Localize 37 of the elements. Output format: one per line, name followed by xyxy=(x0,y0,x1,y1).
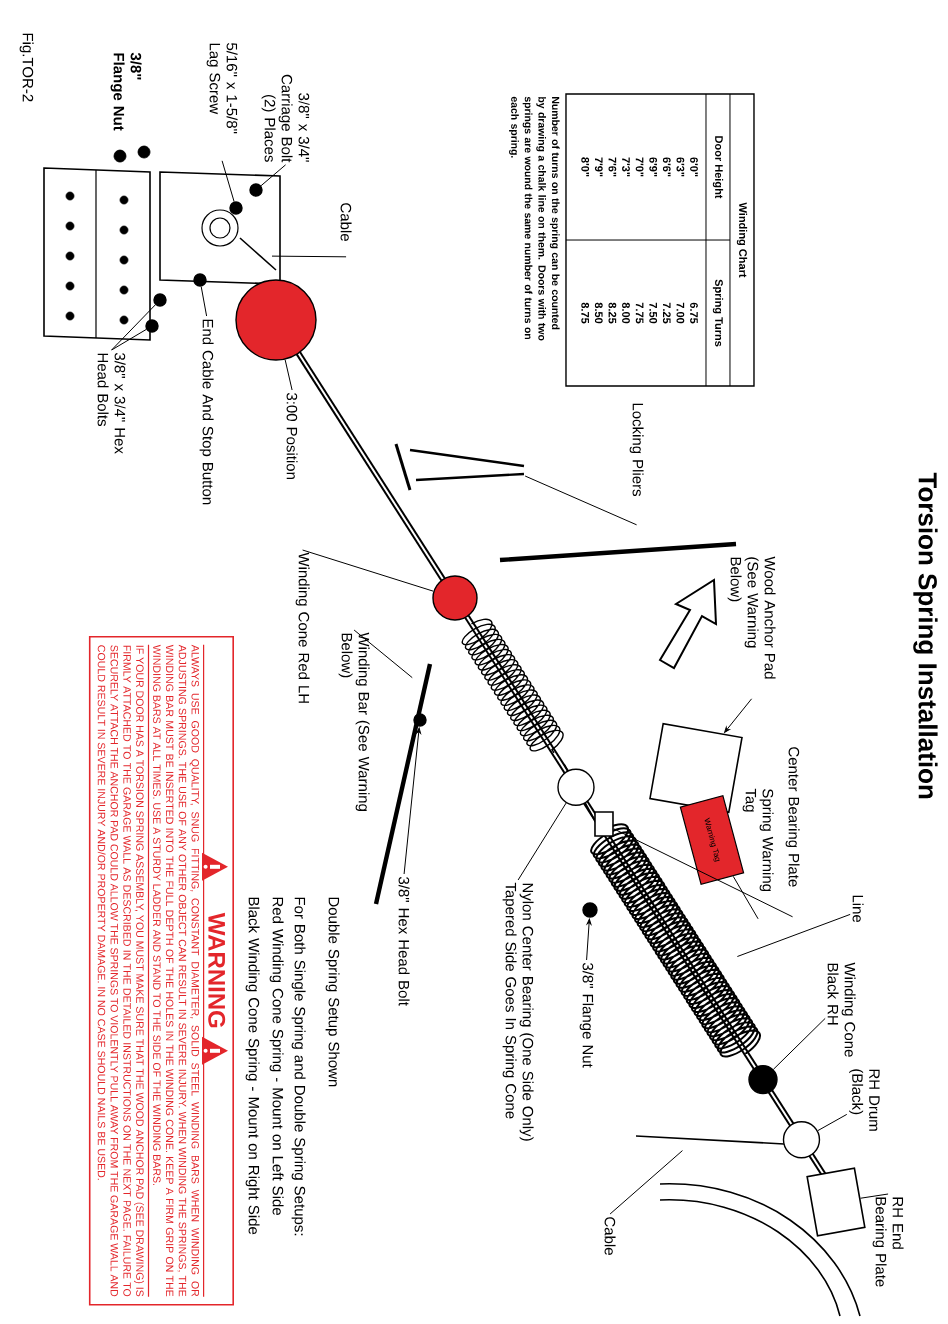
bolt-head xyxy=(153,293,167,307)
leader-line xyxy=(724,698,753,733)
bolt-head xyxy=(145,319,159,333)
bolt-head xyxy=(413,713,427,727)
anchor-pad xyxy=(649,722,743,814)
cable-drum xyxy=(235,279,317,361)
leader-line xyxy=(736,913,851,957)
leader-line xyxy=(732,875,759,920)
bolt-head xyxy=(193,273,207,287)
winding-cone xyxy=(748,1064,778,1095)
leader-line xyxy=(860,1193,889,1199)
leader-line xyxy=(586,918,592,961)
leader-line xyxy=(221,160,235,203)
leader-line xyxy=(284,359,293,391)
leader-line xyxy=(613,828,794,918)
leader-line xyxy=(111,328,147,351)
cable-drum xyxy=(782,1121,821,1159)
winding-cone xyxy=(432,575,478,621)
screw-head xyxy=(229,201,243,215)
flange-nut xyxy=(582,902,598,918)
leader-line xyxy=(200,286,208,317)
leader-line xyxy=(403,727,421,875)
leader-line xyxy=(517,802,567,881)
leader-line xyxy=(302,549,434,592)
center-bearing xyxy=(557,768,595,806)
leader-line xyxy=(817,1113,848,1132)
leader-line xyxy=(524,475,638,526)
leader-line xyxy=(609,1150,683,1215)
leader-line xyxy=(111,304,156,351)
title: Torsion Spring Installation xyxy=(913,472,938,799)
leader-line xyxy=(271,255,347,258)
leader-line xyxy=(260,164,287,187)
bearing-plate xyxy=(594,811,614,837)
leader-line xyxy=(772,1017,826,1070)
leader-line xyxy=(353,629,413,679)
bearing-plate xyxy=(806,1167,866,1237)
bolt-head xyxy=(249,183,263,197)
